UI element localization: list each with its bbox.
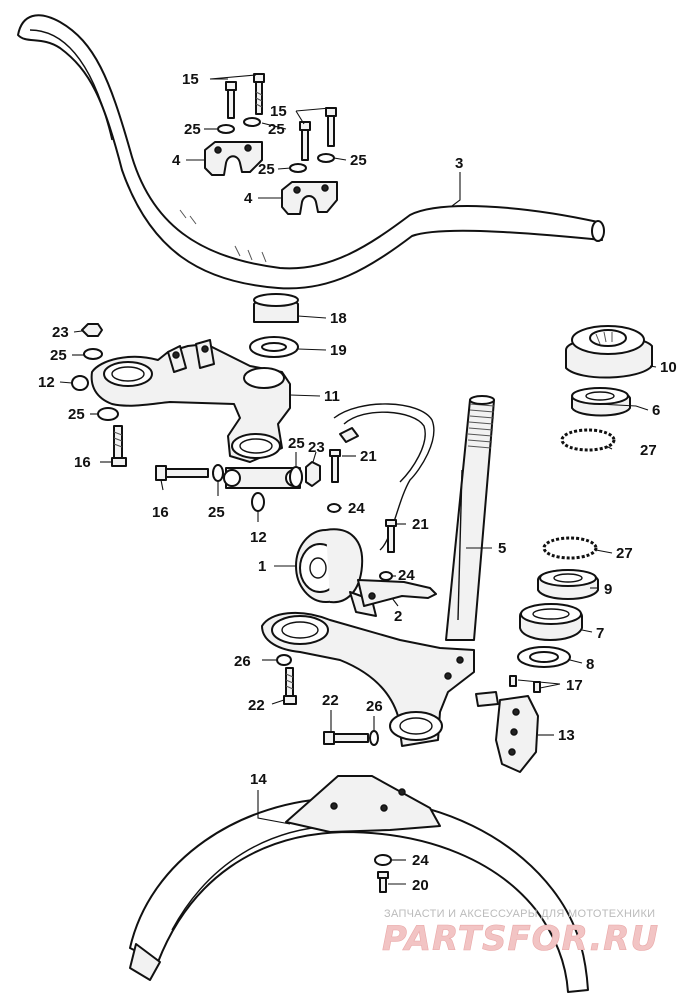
callout-1: 1 [258,558,266,575]
fasteners-bottom [276,654,379,746]
washer-part-8 [517,646,571,668]
watermark: ЗАПЧАСТИ И АКСЕССУАРЫ ДЛЯ МОТОТЕХНИКИ PA… [382,908,659,959]
callout-2: 2 [394,608,402,625]
washer-part-19 [249,336,299,358]
callout-14: 14 [250,771,267,788]
callout-8: 8 [586,656,594,673]
callout-25e: 25 [50,347,67,364]
callout-24c: 24 [412,852,429,869]
ball-race-part-6 [571,387,631,417]
handlebar-holder-part-4a [204,141,263,176]
callout-13: 13 [558,727,575,744]
wiring-and-screws-21 [329,403,435,553]
washer-part-25-top [217,117,335,173]
callout-25d: 25 [350,152,367,169]
callout-23b: 23 [308,439,325,456]
handlebar-holder-part-4b [281,181,338,215]
callout-21a: 21 [360,448,377,465]
callout-27a: 27 [640,442,657,459]
fender-fasteners [374,854,392,893]
top-cone-race-part-10 [565,325,653,379]
callout-4a: 4 [172,152,181,169]
bottom-bridge [261,611,475,747]
callout-22a: 22 [248,697,265,714]
steel-balls-part-27a [560,428,616,452]
callout-10: 10 [660,359,677,376]
steel-balls-part-27b [542,536,598,560]
callout-25h: 25 [288,435,305,452]
horn-part-1 [295,528,377,617]
front-fender-part-14 [129,775,589,993]
watermark-caption: ЗАПЧАСТИ И АКСЕССУАРЫ ДЛЯ МОТОТЕХНИКИ [384,908,655,920]
callout-4b: 4 [244,190,253,207]
callout-26b: 26 [366,698,383,715]
callout-12a: 12 [38,374,55,391]
callout-12b: 12 [250,529,267,546]
callout-6: 6 [652,402,660,419]
steering-stem-part-5 [445,395,495,641]
nut-part-18 [253,293,299,323]
watermark-logo: PARTSFOR.RU [382,919,659,959]
screws-part-17 [475,675,541,707]
leader-lines [59,74,657,885]
callout-19: 19 [330,342,347,359]
callout-20: 20 [412,877,429,894]
callout-7: 7 [596,625,604,642]
callout-15b: 15 [270,103,287,120]
horn-bracket-part-2 [357,579,437,607]
callout-25g: 25 [208,504,225,521]
ball-race-part-9 [537,569,599,600]
callout-16a: 16 [74,454,91,471]
callout-25b: 25 [268,121,285,138]
handlebar-part-3 [17,14,605,290]
callout-11: 11 [324,388,340,405]
callout-3: 3 [455,155,463,172]
callout-27b: 27 [616,545,633,562]
callout-23a: 23 [52,324,69,341]
callout-21b: 21 [412,516,429,533]
bolt-part-15 [225,73,337,161]
callout-24b: 24 [398,567,415,584]
callout-25c: 25 [258,161,275,178]
dust-seal-part-7 [519,603,583,641]
callout-24a: 24 [348,500,365,517]
callout-18: 18 [330,310,347,327]
callout-26a: 26 [234,653,251,670]
callout-25f: 25 [68,406,85,423]
callout-5: 5 [498,540,506,557]
top-bridge-part-11 [90,339,303,489]
callout-17: 17 [566,677,583,694]
callout-22b: 22 [322,692,339,709]
callout-9: 9 [604,581,612,598]
bracket-part-13 [495,695,539,773]
callout-25a: 25 [184,121,201,138]
callout-15a: 15 [182,71,199,88]
callout-labels: 15 15 25 25 25 25 4 4 3 18 19 11 23 25 1… [38,71,677,894]
callout-16b: 16 [152,504,169,521]
